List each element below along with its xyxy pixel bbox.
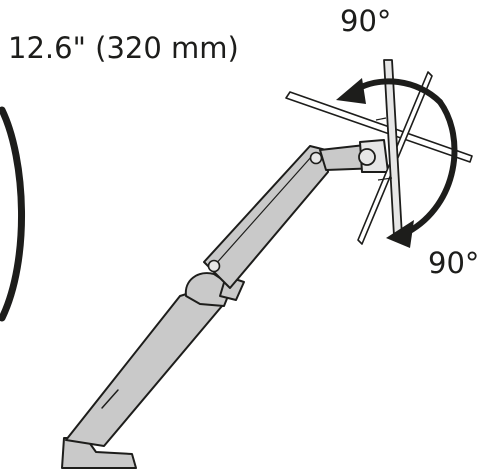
upper-arm bbox=[203, 145, 329, 289]
tilt-down-arrow bbox=[386, 99, 458, 248]
tilt-down-label: 90° bbox=[428, 246, 477, 280]
reach-label: 12.6" (320 mm) bbox=[8, 31, 239, 65]
desk-clamp bbox=[61, 437, 137, 469]
tilt-head bbox=[319, 139, 389, 173]
top-pivot bbox=[309, 151, 323, 165]
tilt-knob bbox=[358, 148, 376, 166]
reach-arc bbox=[0, 106, 26, 322]
monitor-tilt-forward bbox=[285, 91, 473, 163]
elbow-pivot bbox=[207, 259, 221, 273]
arrowhead-left-icon bbox=[336, 78, 366, 104]
tilt-up-label: 90° bbox=[340, 4, 392, 38]
arrowhead-down-icon bbox=[386, 220, 414, 248]
tilt-up-arrow bbox=[336, 78, 443, 105]
lower-arm bbox=[65, 285, 223, 447]
